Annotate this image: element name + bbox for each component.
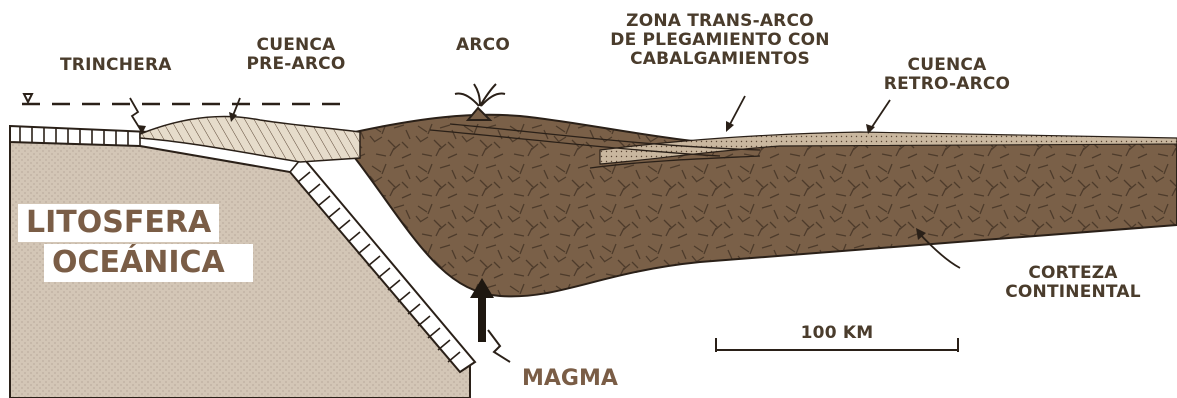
sea-level-symbol — [22, 94, 34, 104]
label-cuenca-pre-arco-line2: PRE-ARCO — [236, 55, 356, 74]
label-cuenca-pre-arco-line1: CUENCA — [236, 36, 356, 55]
label-trinchera: TRINCHERA — [60, 56, 172, 75]
label-litosfera: LITOSFERA — [18, 204, 219, 242]
label-cuenca-retro-arco: CUENCA RETRO-ARCO — [882, 56, 1012, 94]
label-magma: MAGMA — [522, 366, 618, 392]
label-corteza-line2: CONTINENTAL — [988, 283, 1158, 302]
label-zona-line3: CABALGAMIENTOS — [602, 50, 838, 69]
label-corteza-continental: CORTEZA CONTINENTAL — [988, 264, 1158, 302]
label-cuenca-pre-arco: CUENCA PRE-ARCO — [236, 36, 356, 74]
label-cuenca-retro-arco-line1: CUENCA — [882, 56, 1012, 75]
label-oceanica: OCEÁNICA — [44, 244, 253, 282]
label-corteza-line1: CORTEZA — [988, 264, 1158, 283]
label-scale-bar: 100 KM — [762, 324, 912, 343]
label-cuenca-retro-arco-line2: RETRO-ARCO — [882, 75, 1012, 94]
label-arco: ARCO — [448, 36, 518, 55]
label-zona-line2: DE PLEGAMIENTO CON — [602, 31, 838, 50]
label-zona-trans-arco: ZONA TRANS-ARCO DE PLEGAMIENTO CON CABAL… — [602, 12, 838, 69]
label-zona-line1: ZONA TRANS-ARCO — [602, 12, 838, 31]
